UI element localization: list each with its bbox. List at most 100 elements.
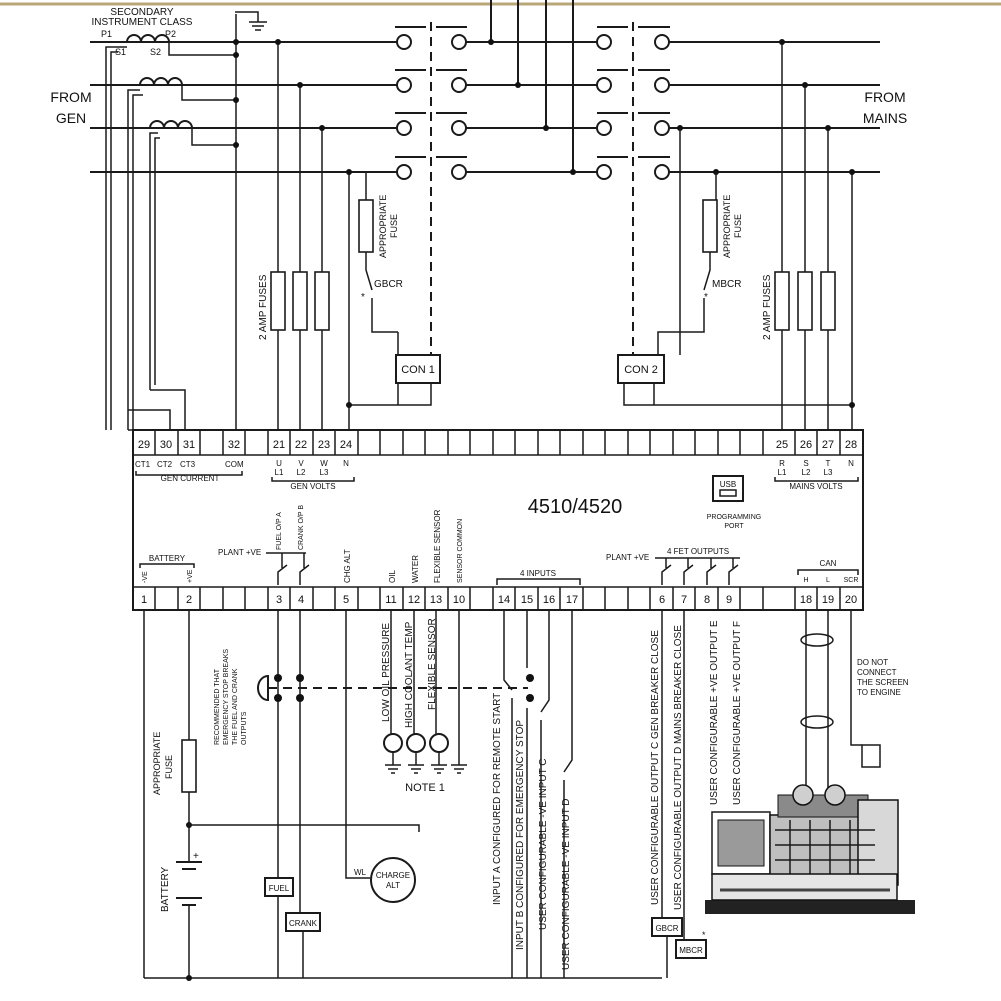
estop-contact <box>296 694 304 702</box>
junction-dot <box>849 402 855 408</box>
instrument-class-label: INSTRUMENT CLASS <box>92 17 193 28</box>
gen-phase-l3: L3 <box>320 468 329 477</box>
terminal-29: 29 <box>138 439 150 451</box>
gen-volts-wiring <box>277 42 350 430</box>
flexible-sensor-label: FLEXIBLE SENSOR <box>433 509 442 583</box>
crank-relay-label: CRANK <box>289 919 318 928</box>
output-f-label: USER CONFIGURABLE +VE OUTPUT F <box>732 621 743 805</box>
battery-fuse-label-2: FUSE <box>164 755 174 779</box>
gen-phase-v: V <box>298 459 304 468</box>
p1-label: P1 <box>101 29 112 39</box>
ct-coil-1 <box>126 34 170 43</box>
gen-volts-label: GEN VOLTS <box>290 482 335 491</box>
from-gen-label-2: GEN <box>56 110 86 126</box>
mains-fuse-wire <box>657 172 717 355</box>
plant-ve-wire-2 <box>655 557 740 585</box>
mbcr-star: * <box>704 292 708 303</box>
terminal-17: 17 <box>566 594 578 606</box>
gen-appropriate-fuse <box>358 199 374 253</box>
recommended-note-4: OUTPUTS <box>241 711 248 745</box>
gen-appropriate-fuse-label-1: APPROPRIATE <box>378 195 388 258</box>
con1-wiring <box>349 332 432 406</box>
mains-contactor <box>596 22 670 355</box>
junction-dot <box>825 125 831 131</box>
mbcr-relay-star: * <box>702 930 706 940</box>
do-not-connect-4: TO ENGINE <box>857 688 901 697</box>
ground-symbol-top <box>235 11 267 31</box>
junction-dot <box>319 125 325 131</box>
mbcr-label: MBCR <box>712 279 741 290</box>
terminal-6: 6 <box>659 594 665 606</box>
junction-dot <box>233 39 239 45</box>
from-gen-label-1: FROM <box>50 89 91 105</box>
mains-fuse-3 <box>820 271 836 331</box>
ground-icon <box>385 752 467 774</box>
ct3-label: CT3 <box>180 460 196 469</box>
junction-dot <box>233 97 239 103</box>
con2-label: CON 2 <box>624 364 658 376</box>
mains-phase-s: S <box>803 459 808 468</box>
terminal-9: 9 <box>726 594 732 606</box>
fuel-op-label: FUEL O/P A <box>276 512 283 550</box>
con2-box <box>617 354 665 384</box>
mains-phase-l1: L1 <box>778 468 787 477</box>
ct1-label: CT1 <box>135 460 151 469</box>
terminal-14: 14 <box>498 594 510 606</box>
battery-bracket <box>139 563 195 568</box>
usb-port-icon <box>712 475 744 502</box>
input-a-wire <box>503 610 513 978</box>
junction-dot <box>779 39 785 45</box>
junction-dot <box>233 52 239 58</box>
gen-phase-u: U <box>276 459 282 468</box>
input-c-wire <box>540 610 550 978</box>
usb-socket <box>719 489 737 497</box>
gen-phase-l1: L1 <box>275 468 284 477</box>
mbcr-relay-label: MBCR <box>679 946 703 955</box>
note-1-label: NOTE 1 <box>405 782 445 794</box>
do-not-connect-2: CONNECT <box>857 668 897 677</box>
mbcr-relay-box <box>675 939 707 959</box>
crank-op-label: CRANK O/P B <box>298 505 305 550</box>
battery-fuse <box>181 739 197 793</box>
high-coolant-temp-label: HIGH COOLANT TEMP <box>404 621 415 728</box>
battery-field-label: BATTERY <box>160 866 171 912</box>
gen-contactor <box>385 22 467 355</box>
mains-2amp-fuses-label: 2 AMP FUSES <box>762 274 773 340</box>
chg-alt-label: CHG ALT <box>343 549 352 583</box>
do-not-connect-1: DO NOT <box>857 658 888 667</box>
terminal-19: 19 <box>822 594 834 606</box>
terminal-21: 21 <box>273 439 285 451</box>
oil-label: OIL <box>388 570 397 583</box>
junction-dot <box>515 82 521 88</box>
can-h-label: H <box>803 577 808 584</box>
charge-alt-icon <box>370 857 416 903</box>
do-not-connect-3: THE SCREEN <box>857 678 909 687</box>
input-d-wire <box>563 610 573 978</box>
input-a-label: INPUT A CONFIGURED FOR REMOTE START <box>492 693 503 905</box>
gen-fuse-3 <box>314 271 330 331</box>
terminal-13: 13 <box>430 594 442 606</box>
output-d-label: USER CONFIGURABLE OUTPUT D MAINS BREAKER… <box>673 625 684 910</box>
mains-phase-t: T <box>826 459 831 468</box>
terminal-4: 4 <box>298 594 304 606</box>
mains-fuse-2 <box>797 271 813 331</box>
gen-phase-n: N <box>343 459 349 468</box>
mains-appropriate-fuse <box>702 199 718 253</box>
gbcr-star: * <box>361 292 365 303</box>
mains-fuse-1 <box>774 271 790 331</box>
controller-body <box>132 429 864 611</box>
ct-coil-2 <box>139 77 183 86</box>
mains-volts-bracket <box>774 477 859 482</box>
top-terminal-dividers <box>154 430 841 455</box>
wl-label: WL <box>354 868 367 877</box>
can-scr-label: SCR <box>844 577 859 584</box>
coolant-temp-sensor-icon <box>406 733 426 753</box>
terminal-25: 25 <box>776 439 788 451</box>
input-b-label: INPUT B CONFIGURED FOR EMERGENCY STOP <box>515 720 526 950</box>
s1-label: S1 <box>115 47 126 57</box>
controller-model: 4510/4520 <box>528 496 623 518</box>
mains-appropriate-fuse-label-1: APPROPRIATE <box>722 195 732 258</box>
terminal-31: 31 <box>183 439 195 451</box>
con1-label: CON 1 <box>401 364 435 376</box>
mains-phase-l2: L2 <box>802 468 811 477</box>
